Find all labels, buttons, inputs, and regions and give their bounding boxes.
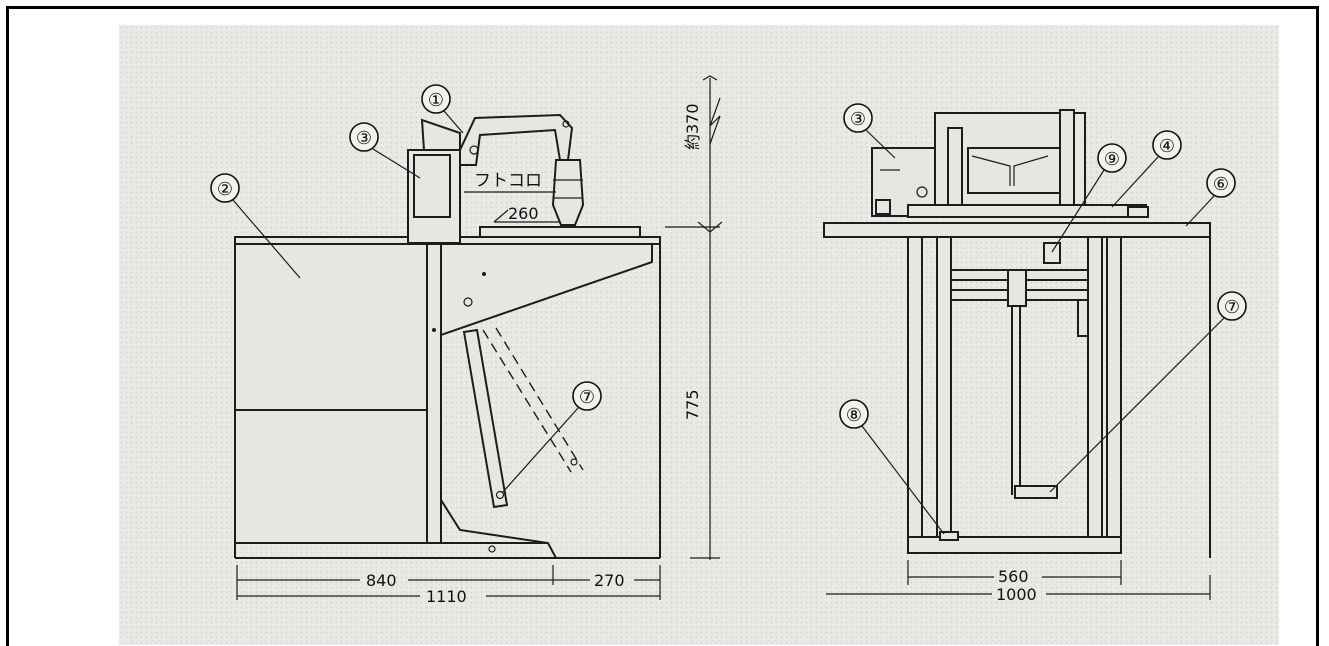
side-callout-2: ② bbox=[210, 173, 301, 279]
front-callout-7: ⑦ bbox=[1049, 291, 1247, 493]
callout-label: ③ bbox=[850, 109, 866, 130]
side-sewing-head bbox=[551, 159, 585, 226]
callout-leader bbox=[865, 129, 896, 159]
callout-circle bbox=[349, 122, 379, 152]
callout-label: ⑦ bbox=[579, 387, 595, 408]
callout-label: ⑧ bbox=[846, 405, 862, 426]
callout-circle bbox=[421, 84, 451, 114]
front-leg-right bbox=[1106, 236, 1122, 554]
dim-head-height: 約370 bbox=[683, 103, 702, 150]
callout-label: ④ bbox=[1159, 136, 1175, 157]
front-callout-8: ⑧ bbox=[839, 399, 945, 535]
front-leg-left bbox=[907, 236, 923, 554]
front-callout-6: ⑥ bbox=[1185, 168, 1236, 227]
callout-leader bbox=[232, 199, 301, 279]
front-part-9 bbox=[1043, 242, 1061, 264]
callout-label: ③ bbox=[356, 128, 372, 149]
callout-circle bbox=[210, 173, 240, 203]
side-motor-box bbox=[413, 154, 451, 218]
callout-leader bbox=[1049, 317, 1225, 493]
front-pedal-foot bbox=[939, 531, 959, 541]
callout-label: ⑦ bbox=[1224, 297, 1240, 318]
callout-circle bbox=[839, 399, 869, 429]
dim-table-height: 775 bbox=[683, 389, 702, 420]
head-throat-label: フトコロ bbox=[474, 171, 542, 191]
dim-break-mark bbox=[709, 97, 721, 145]
dim-overall: 1110 bbox=[426, 587, 467, 606]
side-leg bbox=[426, 242, 442, 544]
side-knee-lever bbox=[462, 328, 509, 509]
callout-label: ⑥ bbox=[1213, 174, 1229, 195]
callout-leader bbox=[861, 425, 945, 535]
dim-table-width: 1000 bbox=[996, 585, 1037, 604]
dim-frame-width: 560 bbox=[998, 567, 1029, 586]
side-callout-7: ⑦ bbox=[501, 381, 602, 494]
front-head-post-left bbox=[947, 127, 963, 214]
dim-vertical-mid-arrow bbox=[697, 221, 723, 233]
callout-leader bbox=[443, 110, 464, 134]
dim-throat-tick bbox=[493, 209, 509, 223]
front-control-button bbox=[875, 199, 891, 215]
side-knee-lever-alt-a bbox=[482, 329, 572, 473]
callout-circle bbox=[572, 381, 602, 411]
front-callout-4: ④ bbox=[1111, 130, 1182, 208]
callout-circle bbox=[1217, 291, 1247, 321]
side-leg-bolt bbox=[432, 328, 436, 332]
side-arm-wheel bbox=[562, 120, 570, 128]
side-bracket-pin bbox=[482, 272, 486, 276]
front-bracket bbox=[1077, 299, 1089, 337]
callout-leader bbox=[1051, 169, 1105, 253]
side-base-bolt bbox=[488, 545, 496, 553]
side-knee-alt-pad bbox=[570, 458, 578, 466]
front-callout-3: ③ bbox=[843, 103, 896, 159]
callout-circle bbox=[1152, 130, 1182, 160]
callout-leader bbox=[1111, 156, 1159, 208]
front-table-top bbox=[823, 222, 1211, 238]
dim-extension: 270 bbox=[594, 571, 625, 590]
callout-circle bbox=[843, 103, 873, 133]
front-view: ③ ④ ⑥ ⑦ ⑧ ⑨ bbox=[823, 103, 1247, 604]
callout-leader bbox=[372, 148, 421, 179]
side-bracket bbox=[440, 243, 653, 337]
front-work-plate bbox=[907, 204, 1147, 218]
callout-leader bbox=[1185, 195, 1215, 227]
side-work-plate bbox=[479, 226, 641, 238]
front-plate-stop bbox=[1127, 206, 1149, 218]
side-arm-pivot bbox=[469, 145, 479, 155]
front-base-rail bbox=[907, 536, 1122, 554]
side-callout-3: ③ bbox=[349, 122, 421, 179]
front-pedal-pivot bbox=[1007, 269, 1027, 307]
front-inner-post-left bbox=[936, 236, 952, 538]
callout-circle bbox=[1206, 168, 1236, 198]
side-callout-1: ① bbox=[421, 84, 464, 134]
side-base-brace bbox=[440, 499, 557, 559]
side-knee-pad bbox=[495, 490, 505, 500]
callout-label: ① bbox=[428, 90, 444, 111]
front-head-clamp-arms bbox=[971, 155, 1049, 186]
side-view: ① ② ③ ⑦ フトコロ 260 約370 bbox=[210, 75, 723, 606]
callout-label: ② bbox=[217, 179, 233, 200]
side-knee-lever-alt-b bbox=[495, 327, 584, 471]
dim-cabinet-width: 840 bbox=[366, 571, 397, 590]
front-callout-9: ⑨ bbox=[1051, 143, 1127, 253]
side-bracket-bolt bbox=[463, 297, 473, 307]
front-head-post-right bbox=[1059, 109, 1075, 214]
side-cabinet bbox=[234, 242, 428, 544]
front-inner-post-right bbox=[1087, 236, 1103, 538]
callout-circle bbox=[1097, 143, 1127, 173]
dim-throat: 260 bbox=[508, 204, 539, 223]
dim-vertical-top-arrow bbox=[702, 75, 718, 81]
callout-leader bbox=[501, 407, 579, 494]
front-control-knob bbox=[916, 186, 928, 198]
front-knee-pad bbox=[1014, 485, 1058, 499]
callout-label: ⑨ bbox=[1104, 149, 1120, 170]
